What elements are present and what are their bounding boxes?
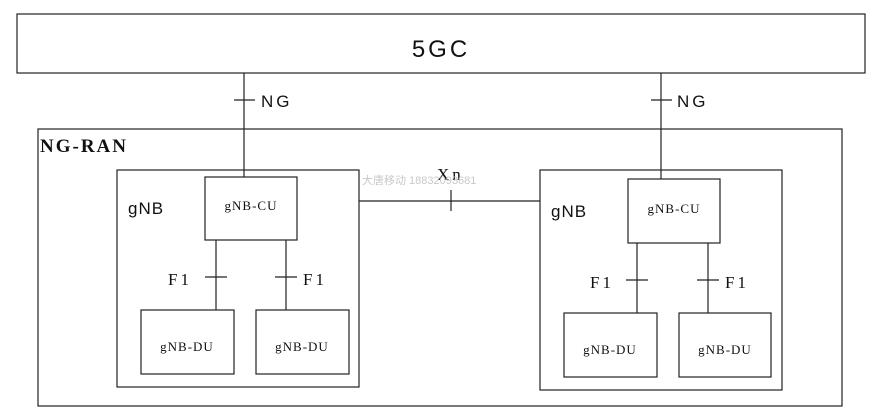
core-network-label: 5GC [412,36,470,63]
f1-label-right-b: F1 [725,273,749,292]
f1-label-left-a: F1 [168,270,192,289]
gnb-left-du-a-label: gNB-DU [160,339,214,354]
f1-label-left-b: F1 [303,270,327,289]
gnb-right-du-b-label: gNB-DU [698,342,752,357]
xn-label: Xn [437,165,464,184]
ng-label-right: NG [677,92,709,111]
ng-ran-box [37,128,843,407]
gnb-right-cu-label: gNB-CU [648,201,701,216]
gnb-right-box [539,169,783,391]
gnb-left-box [116,169,360,388]
gnb-left-du-b-label: gNB-DU [275,339,329,354]
gnb-right-du-a-label: gNB-DU [583,342,637,357]
gnb-left-label: gNB [128,199,164,218]
gnb-left-cu-box [204,176,298,241]
gnb-left-cu-label: gNB-CU [225,198,278,213]
watermark: 大唐移动 18832093681 [362,173,476,187]
core-network-box [16,13,866,74]
ng-label-left: NG [261,92,293,111]
ng-ran-label: NG-RAN [40,136,128,157]
gnb-right-cu-box [627,178,721,244]
gnb-right-du-a-box [563,312,658,378]
gnb-left-du-b-box [255,309,350,375]
gnb-left-du-a-box [140,309,235,375]
f1-label-right-a: F1 [590,273,614,292]
gnb-right-label: gNB [551,202,587,221]
gnb-right-du-b-box [678,312,772,378]
